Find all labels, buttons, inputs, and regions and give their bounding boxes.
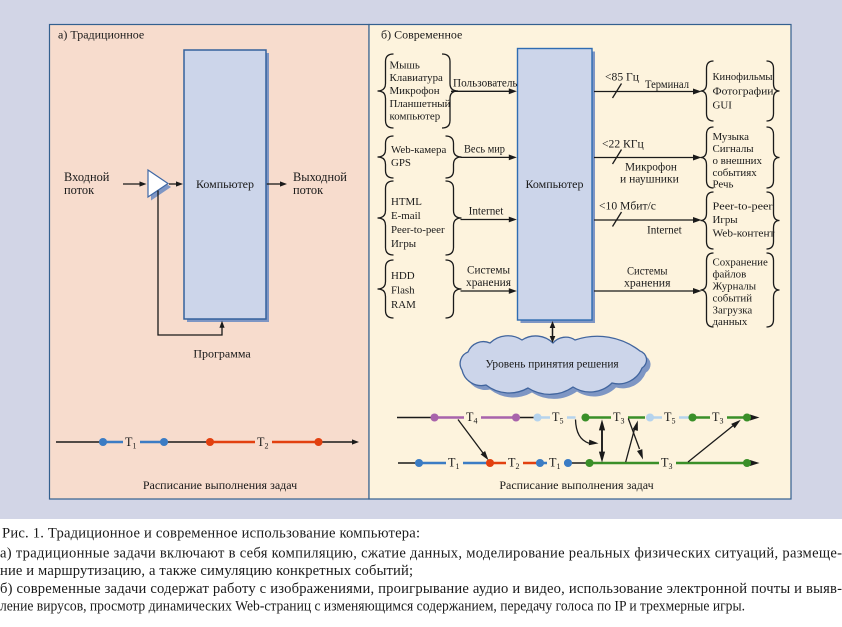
svg-text:GUI: GUI [713, 100, 733, 112]
svg-text:Peer-to-peer: Peer-to-peer [713, 201, 773, 213]
svg-text:Flash: Flash [391, 285, 415, 297]
svg-text:Фотографии: Фотографии [713, 86, 774, 98]
svg-text:HTML: HTML [391, 196, 422, 208]
svg-text:Т2: Т2 [257, 435, 268, 451]
svg-text:Микрофон: Микрофон [625, 162, 677, 174]
svg-text:Мышь: Мышь [390, 60, 420, 72]
svg-text:Пользователь: Пользователь [453, 78, 518, 90]
svg-text:Сигналы: Сигналы [713, 143, 755, 155]
svg-text:Микрофон: Микрофон [390, 85, 440, 97]
svg-text:а) традиционные задачи включаю: а) традиционные задачи включают в себя к… [0, 546, 842, 562]
svg-text:Т1: Т1 [448, 456, 459, 472]
svg-text:Расписание выполнения задач: Расписание выполнения задач [499, 478, 653, 492]
svg-text:Т1: Т1 [549, 456, 560, 472]
svg-text:Web-камера: Web-камера [391, 144, 446, 156]
svg-text:Расписание выполнения задач: Расписание выполнения задач [143, 478, 297, 492]
svg-text:а) Традиционное: а) Традиционное [58, 28, 144, 42]
svg-text:данных: данных [713, 316, 748, 328]
svg-text:HDD: HDD [391, 270, 415, 282]
svg-text:Т2: Т2 [508, 456, 519, 472]
svg-text:<85 Гц: <85 Гц [605, 71, 639, 84]
svg-text:Входной: Входной [64, 170, 110, 184]
svg-text:Т3: Т3 [661, 456, 672, 472]
svg-text:хранения: хранения [466, 277, 511, 289]
svg-text:ление вирусов, просмотр динами: ление вирусов, просмотр динамических Web… [0, 599, 745, 615]
svg-text:хранения: хранения [624, 278, 671, 290]
svg-text:файлов: файлов [713, 269, 747, 281]
svg-text:Т5: Т5 [552, 410, 563, 426]
svg-text:ние и маршрутизацию, а также с: ние и маршрутизацию, а также симуляцию к… [0, 563, 413, 579]
svg-text:и наушники: и наушники [620, 173, 679, 186]
svg-text:Системы: Системы [627, 266, 668, 278]
svg-text:Т4: Т4 [466, 410, 477, 426]
svg-text:Весь мир: Весь мир [464, 144, 505, 156]
svg-text:Выходной: Выходной [293, 170, 347, 184]
svg-text:Речь: Речь [713, 179, 734, 191]
svg-text:поток: поток [293, 183, 324, 197]
svg-text:Т1: Т1 [125, 435, 136, 451]
svg-text:Т3: Т3 [613, 410, 624, 426]
svg-text:<22 КГц: <22 КГц [602, 138, 644, 151]
svg-text:событиях: событиях [713, 167, 758, 179]
svg-text:компьютер: компьютер [390, 111, 441, 123]
svg-text:Терминал: Терминал [645, 79, 689, 91]
svg-text:Журналы: Журналы [713, 281, 757, 293]
svg-text:Игры: Игры [713, 214, 739, 226]
svg-text:RAM: RAM [391, 299, 416, 311]
svg-text:Компьютер: Компьютер [196, 177, 254, 191]
svg-text:б) Современное: б) Современное [381, 28, 462, 42]
svg-text:GPS: GPS [391, 157, 411, 169]
svg-text:Internet: Internet [647, 225, 683, 237]
svg-text:Музыка: Музыка [713, 131, 750, 143]
svg-text:Сохранение: Сохранение [713, 257, 768, 269]
svg-text:Рис. 1. Традиционное и совреме: Рис. 1. Традиционное и современное испол… [2, 526, 420, 542]
svg-text:Internet: Internet [469, 206, 505, 218]
svg-text:о внешних: о внешних [713, 155, 763, 167]
svg-text:поток: поток [64, 183, 95, 197]
svg-text:E-mail: E-mail [391, 210, 421, 222]
svg-text:Программа: Программа [193, 347, 251, 361]
svg-text:б) современные задачи содержат: б) современные задачи содержат работу с … [0, 581, 842, 597]
svg-text:Планшетный: Планшетный [390, 98, 451, 110]
svg-text:Web-контент: Web-контент [713, 228, 775, 240]
svg-text:Кинофильмы: Кинофильмы [713, 71, 774, 83]
svg-text:<10 Мбит/с: <10 Мбит/с [599, 200, 656, 213]
svg-text:Т3: Т3 [712, 410, 723, 426]
svg-text:Компьютер: Компьютер [525, 177, 583, 191]
svg-text:Уровень принятия решения: Уровень принятия решения [485, 359, 619, 371]
svg-text:Системы: Системы [467, 265, 510, 277]
svg-text:Игры: Игры [391, 238, 417, 250]
svg-text:Т5: Т5 [664, 410, 675, 426]
svg-text:Клавиатура: Клавиатура [390, 72, 444, 84]
svg-text:Загрузка: Загрузка [713, 305, 753, 317]
svg-text:Peer-to-peer: Peer-to-peer [391, 224, 445, 236]
svg-text:событий: событий [713, 293, 753, 305]
